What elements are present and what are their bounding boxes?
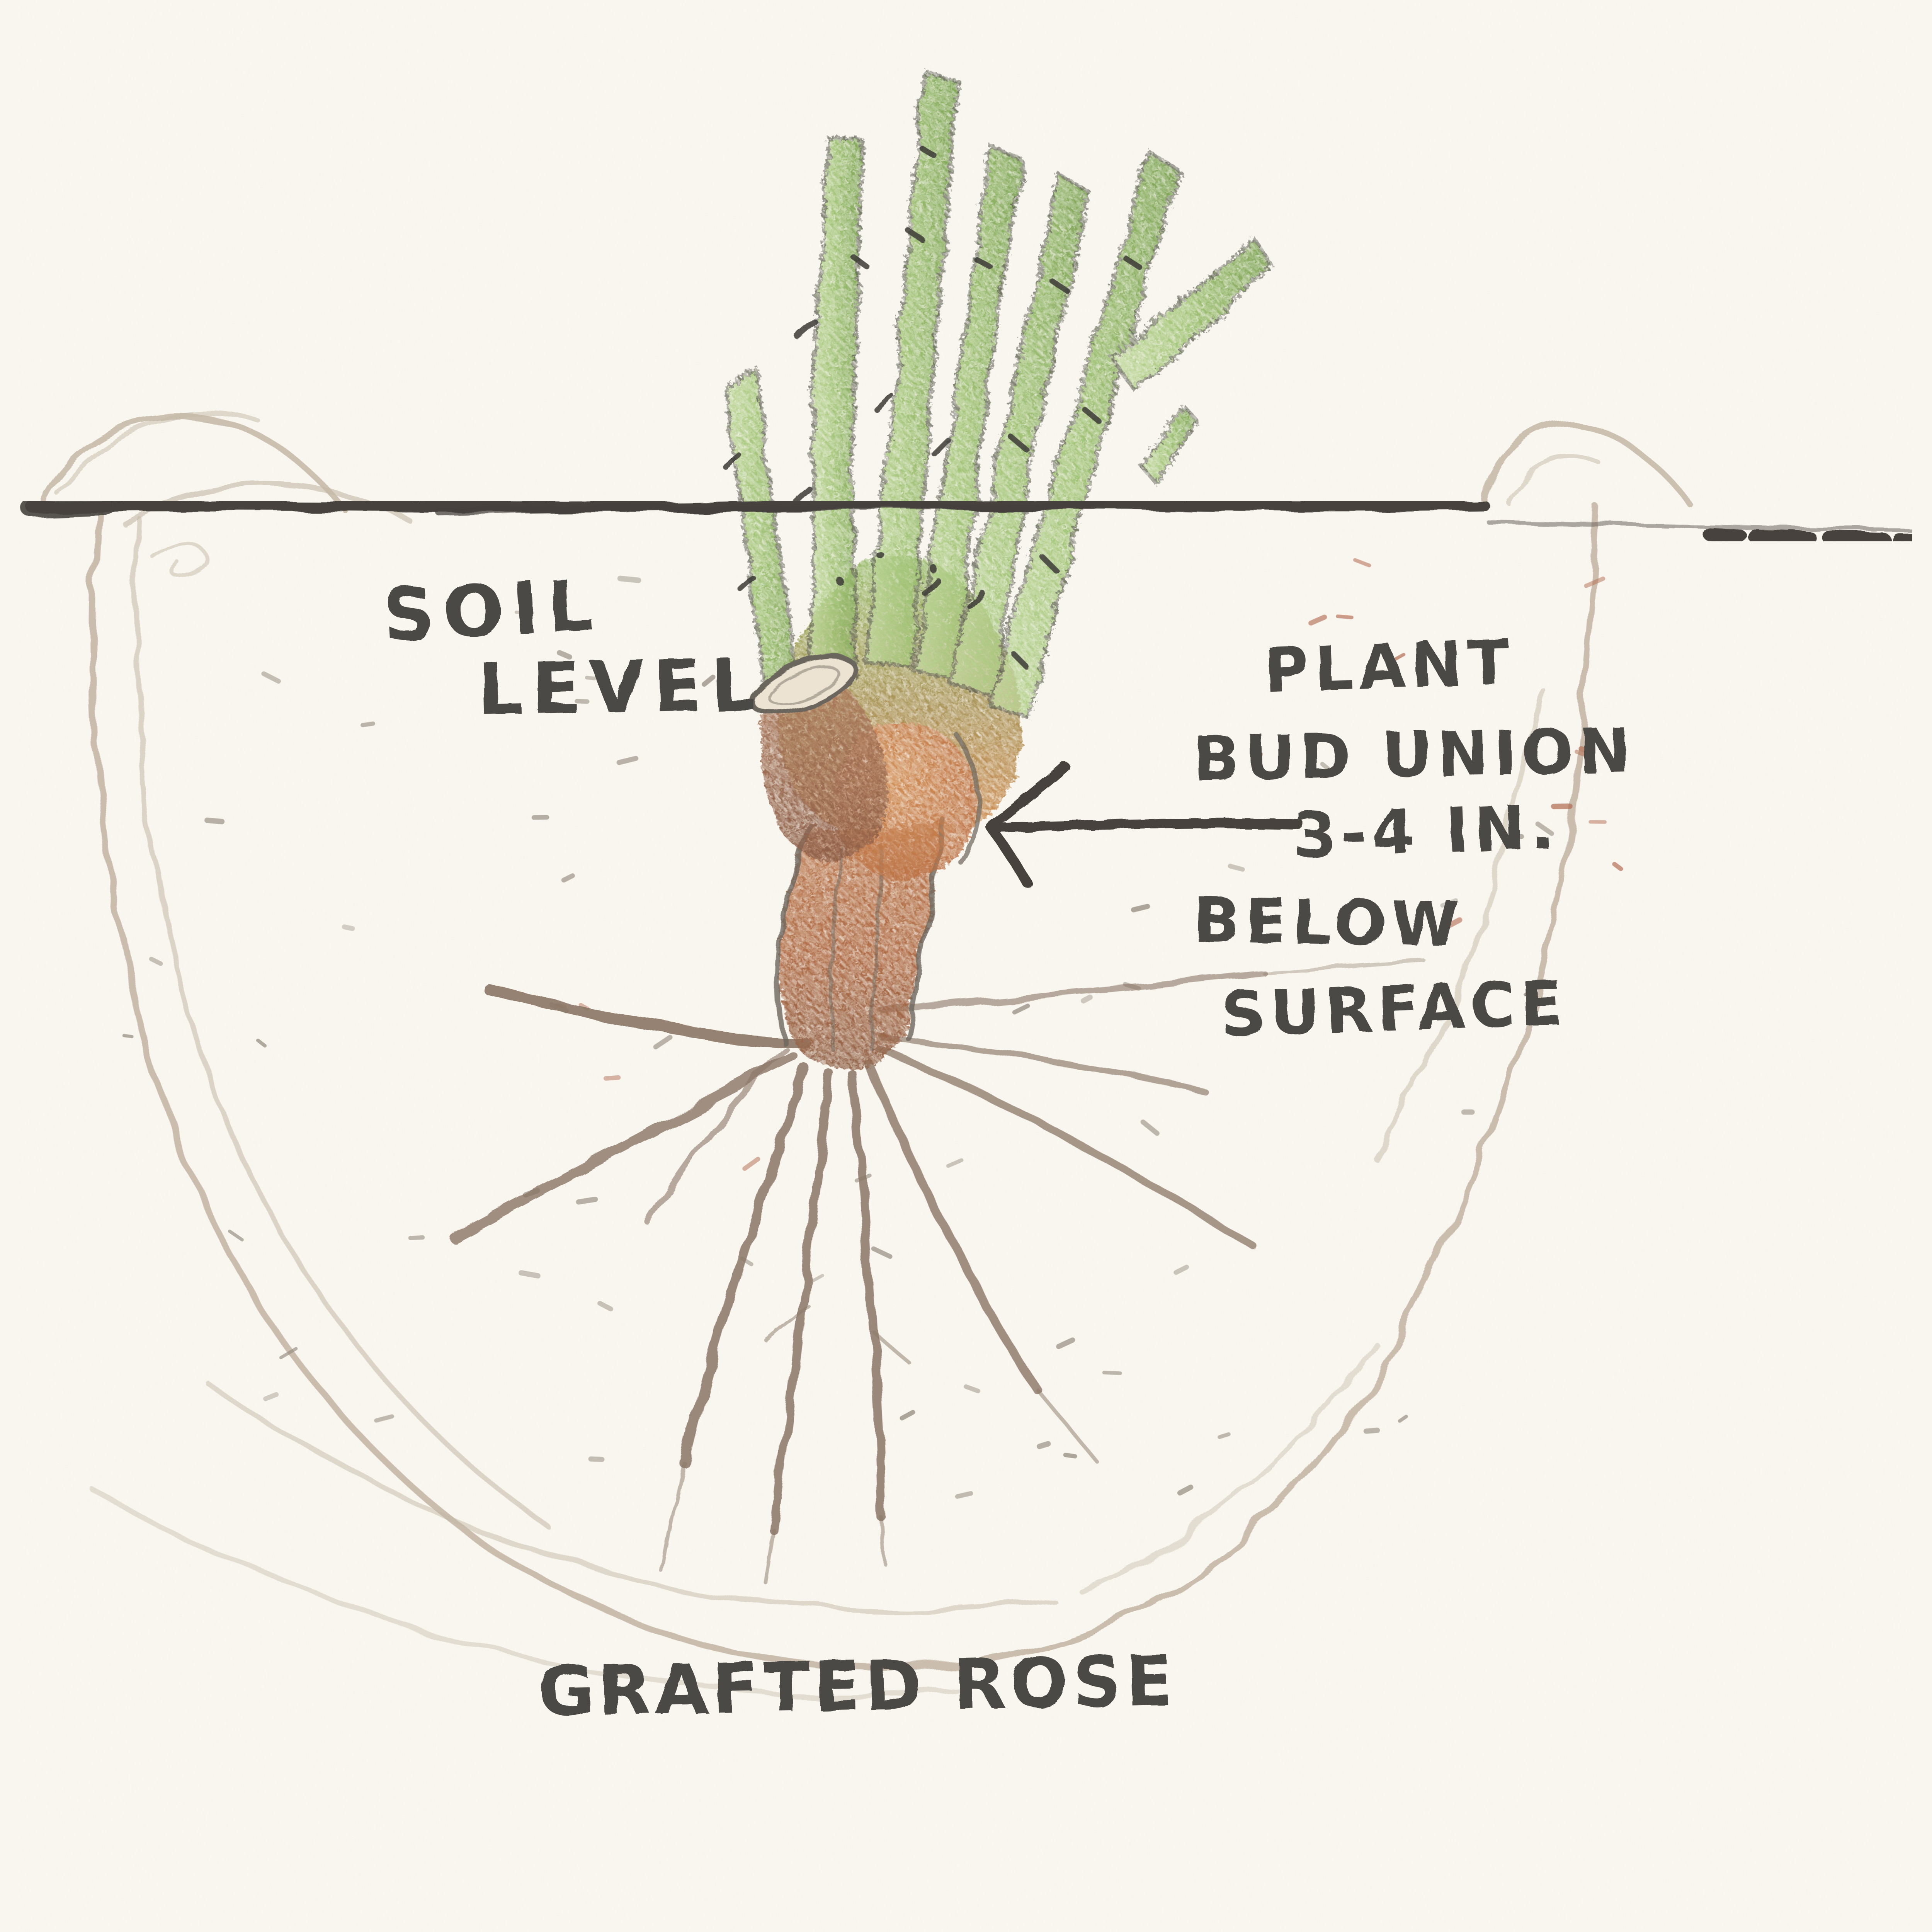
label-below: BELOW: [1192, 884, 1465, 961]
soil-speck: [124, 1036, 132, 1037]
label-plant: PLANT: [1263, 626, 1515, 706]
label-bud-union: BUD UNION: [1192, 715, 1636, 795]
diagram-title: GRAFTED ROSE: [537, 1641, 1177, 1732]
label-3-4-in: 3-4 IN.: [1293, 791, 1560, 872]
soil-speck: [1104, 1372, 1120, 1373]
soil-speck: [957, 1493, 971, 1497]
label-soil-level-line1: SOIL: [381, 563, 604, 658]
soil-speck: [362, 724, 373, 725]
soil-line-start-blob: [30, 507, 106, 509]
paper-grain-texture: [20, 0, 1912, 1932]
thorn-dot: [879, 553, 886, 561]
soil-speck: [1039, 1444, 1048, 1446]
soil-speck: [207, 820, 222, 821]
soil-line-dashes: [1710, 535, 1911, 539]
thorn-dot: [930, 565, 938, 573]
label-surface: SURFACE: [1220, 967, 1568, 1051]
thorn-dot: [834, 575, 842, 583]
soil-speck: [344, 927, 352, 929]
label-soil-level-line2: LEVEL: [477, 643, 765, 732]
soil-speck: [521, 1273, 538, 1276]
soil-speck: [620, 578, 638, 580]
soil-speck: [1230, 866, 1242, 869]
soil-speck: [1366, 1430, 1378, 1431]
soil-speck: [534, 817, 547, 818]
soil-speck: [1338, 616, 1352, 617]
soil-speck: [1083, 997, 1090, 1001]
arrow-shaft: [996, 823, 1299, 828]
grafted-rose-diagram: SOIL LEVEL PLANT BUD UNION 3-4 IN. BELOW…: [20, 0, 1912, 1932]
soil-speck: [1134, 906, 1148, 910]
soil-speck: [578, 1199, 595, 1202]
soil-speck: [1065, 1455, 1075, 1456]
